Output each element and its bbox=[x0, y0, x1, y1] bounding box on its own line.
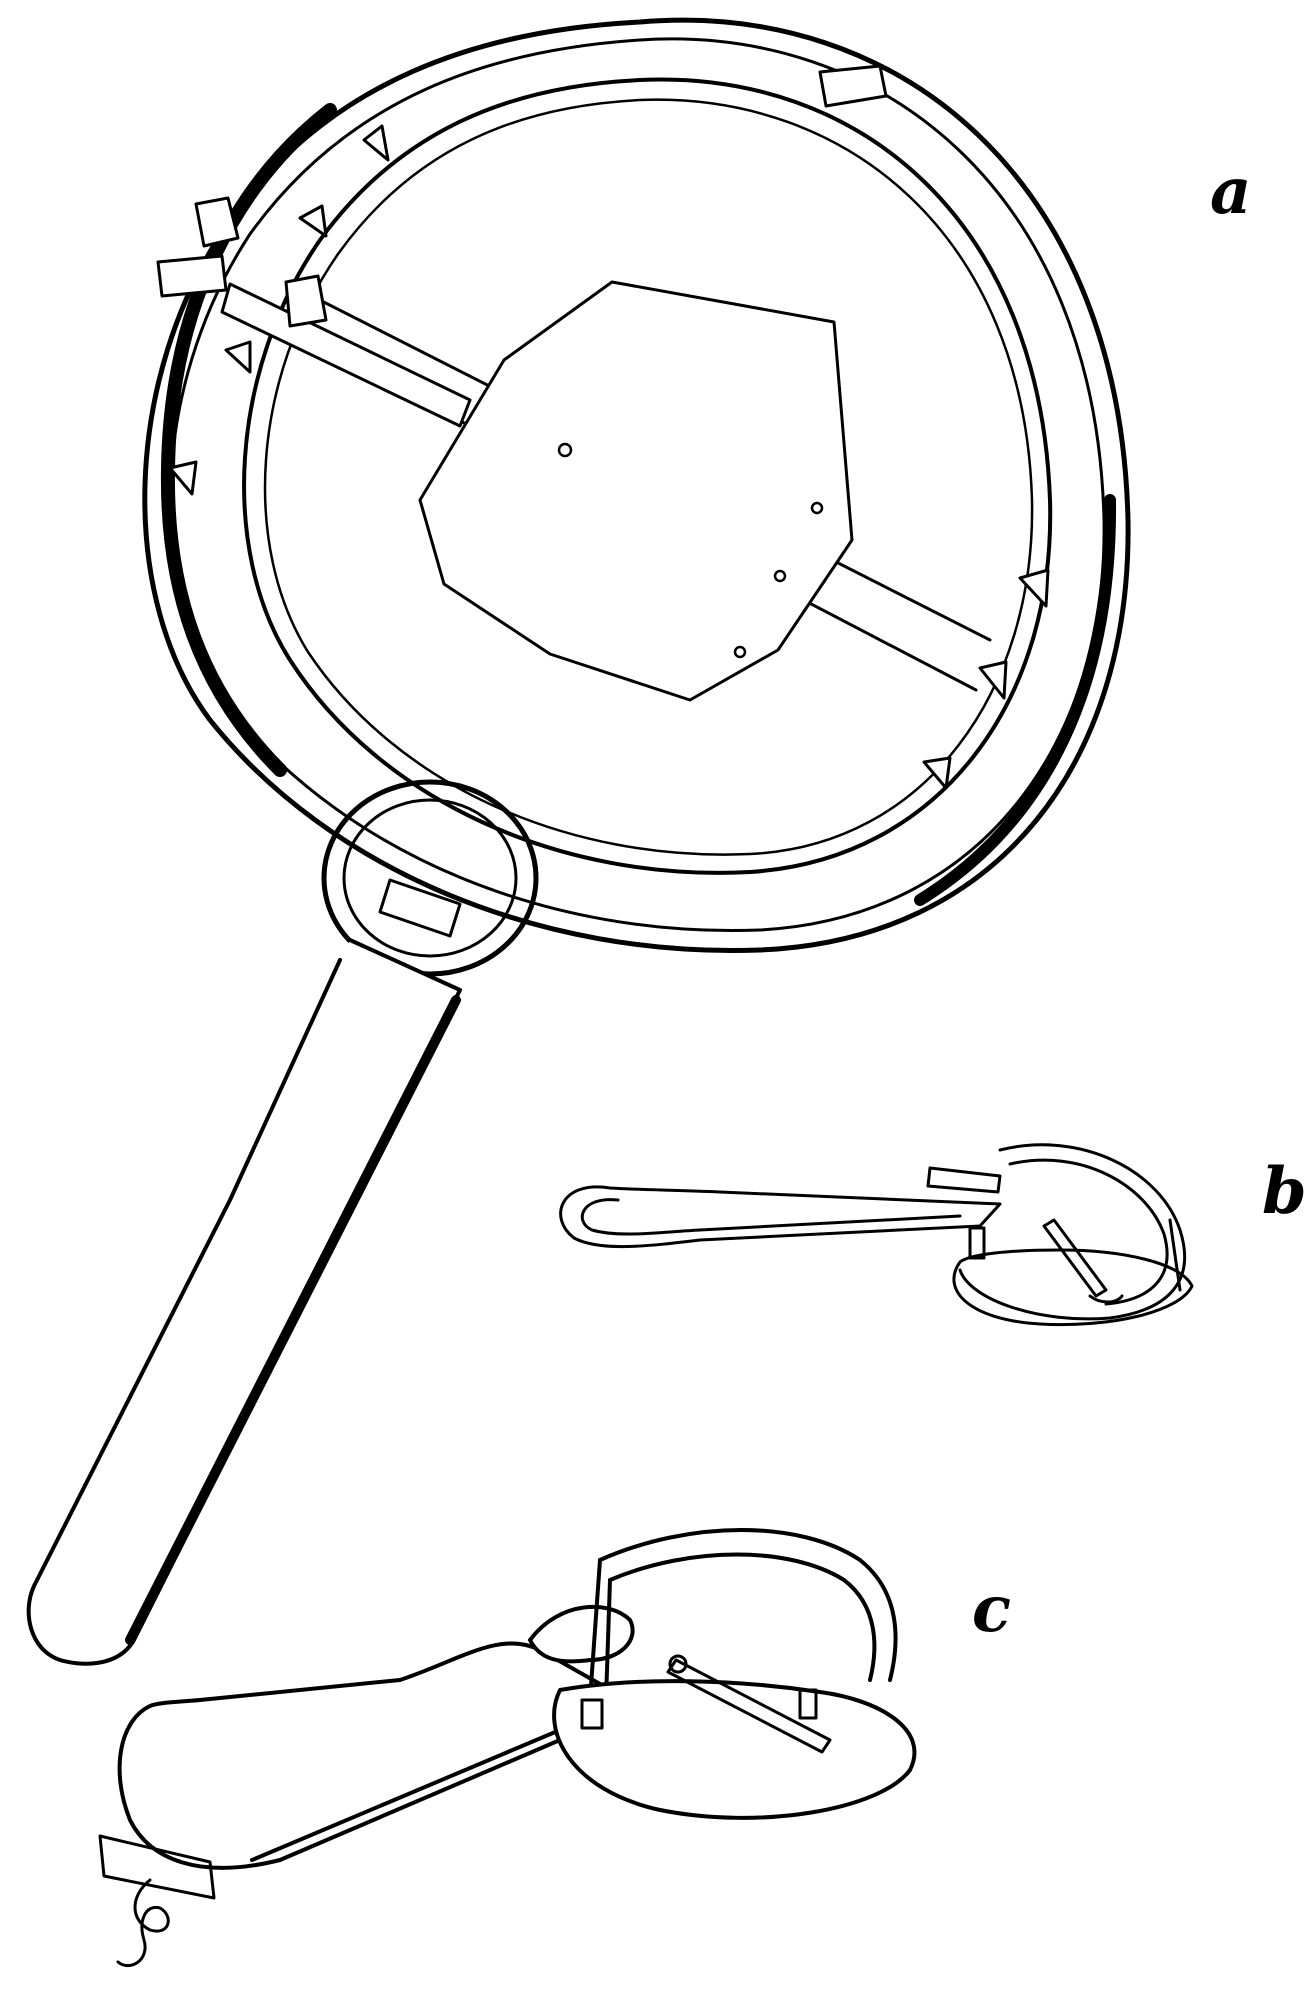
figure-label-b: b bbox=[1262, 1154, 1307, 1229]
trap-b bbox=[559, 1143, 1194, 1327]
trap-a-top-clip bbox=[818, 64, 888, 108]
trap-b-base bbox=[952, 1248, 1194, 1327]
trap-a-pan-holes bbox=[557, 442, 824, 659]
trap-c-spring bbox=[117, 1604, 635, 1870]
trap-b-trigger bbox=[968, 1218, 1124, 1304]
trap-b-spring bbox=[559, 1166, 1002, 1249]
trap-a-pan bbox=[418, 280, 854, 702]
trap-a-inner-jaw bbox=[242, 77, 1053, 875]
trap-a-spring-ring bbox=[321, 779, 539, 977]
trap-b-jaws bbox=[958, 1143, 1186, 1321]
trap-c-base bbox=[552, 1679, 917, 1820]
trap-c bbox=[98, 1528, 917, 1968]
trap-c-jaws bbox=[588, 1528, 898, 1702]
trap-c-chain-hook bbox=[98, 1834, 216, 1968]
trap-a bbox=[26, 17, 1131, 1666]
trap-a-outer-jaw bbox=[142, 17, 1131, 953]
figure-label-c: c bbox=[972, 1572, 1011, 1647]
trap-c-trigger bbox=[580, 1654, 832, 1754]
trap-a-teeth bbox=[168, 124, 1050, 790]
trap-a-spring-handle bbox=[26, 938, 462, 1666]
figure-label-a: a bbox=[1210, 154, 1252, 229]
trap-a-latch bbox=[156, 196, 472, 428]
